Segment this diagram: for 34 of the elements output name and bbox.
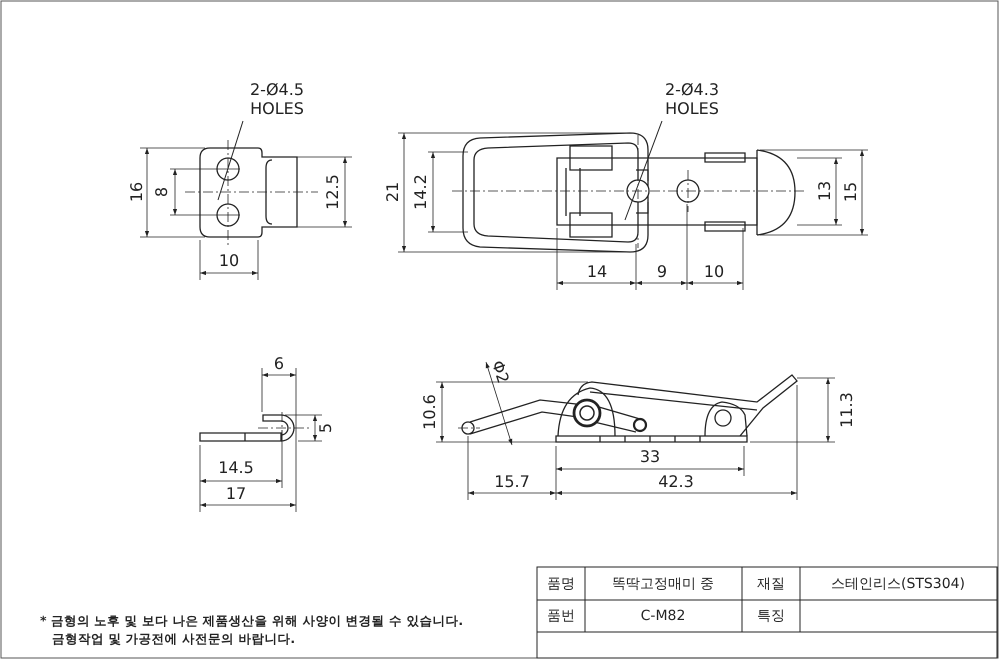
dimension-value: Φ2 xyxy=(488,358,512,386)
dimension-value: 10.6 xyxy=(421,394,439,430)
field-value: 스테인리스(STS304) xyxy=(831,575,965,593)
field-value: 똑딱고정매미 중 xyxy=(612,575,714,593)
dimension-value: 14.2 xyxy=(412,174,430,210)
callout-text: 2-Ø4.5 HOLES xyxy=(232,80,322,118)
dimension-value: 17 xyxy=(226,485,246,503)
note-text: * 금형의 노후 및 보다 나은 제품생산을 위해 사양이 변경될 수 있습니다. xyxy=(40,612,464,630)
dimension-value: 10 xyxy=(218,252,240,270)
callout-text: 2-Ø4.3 HOLES xyxy=(652,80,732,118)
dimension-value: 5 xyxy=(317,422,335,434)
field-label: 품번 xyxy=(547,607,575,625)
dimension-value: 13 xyxy=(816,180,834,202)
dimension-value: 15 xyxy=(842,182,860,202)
dimension-value: 11.3 xyxy=(838,392,856,428)
field-label: 재질 xyxy=(757,575,785,593)
dimension-value: 21 xyxy=(384,182,402,202)
dimension-value: 16 xyxy=(128,182,146,202)
dimension-value: 12.5 xyxy=(324,174,342,210)
note-text: 금형작업 및 가공전에 사전문의 바랍니다. xyxy=(52,630,296,648)
dimension-value: 42.3 xyxy=(658,473,694,491)
field-label: 품명 xyxy=(547,575,575,593)
dimension-value: 14 xyxy=(586,263,608,281)
dimension-value: 9 xyxy=(656,263,668,281)
dimension-value: 8 xyxy=(153,186,171,198)
field-label: 특징 xyxy=(757,607,785,625)
leader-line xyxy=(624,120,662,220)
dimension-value: 6 xyxy=(274,355,284,373)
field-value: C-M82 xyxy=(640,607,686,625)
dimension-value: 10 xyxy=(704,263,724,281)
dimension-value: 15.7 xyxy=(494,473,530,491)
dimension-value: 14.5 xyxy=(218,459,254,477)
dimension-value: 33 xyxy=(640,448,660,466)
leader-line xyxy=(218,120,244,200)
